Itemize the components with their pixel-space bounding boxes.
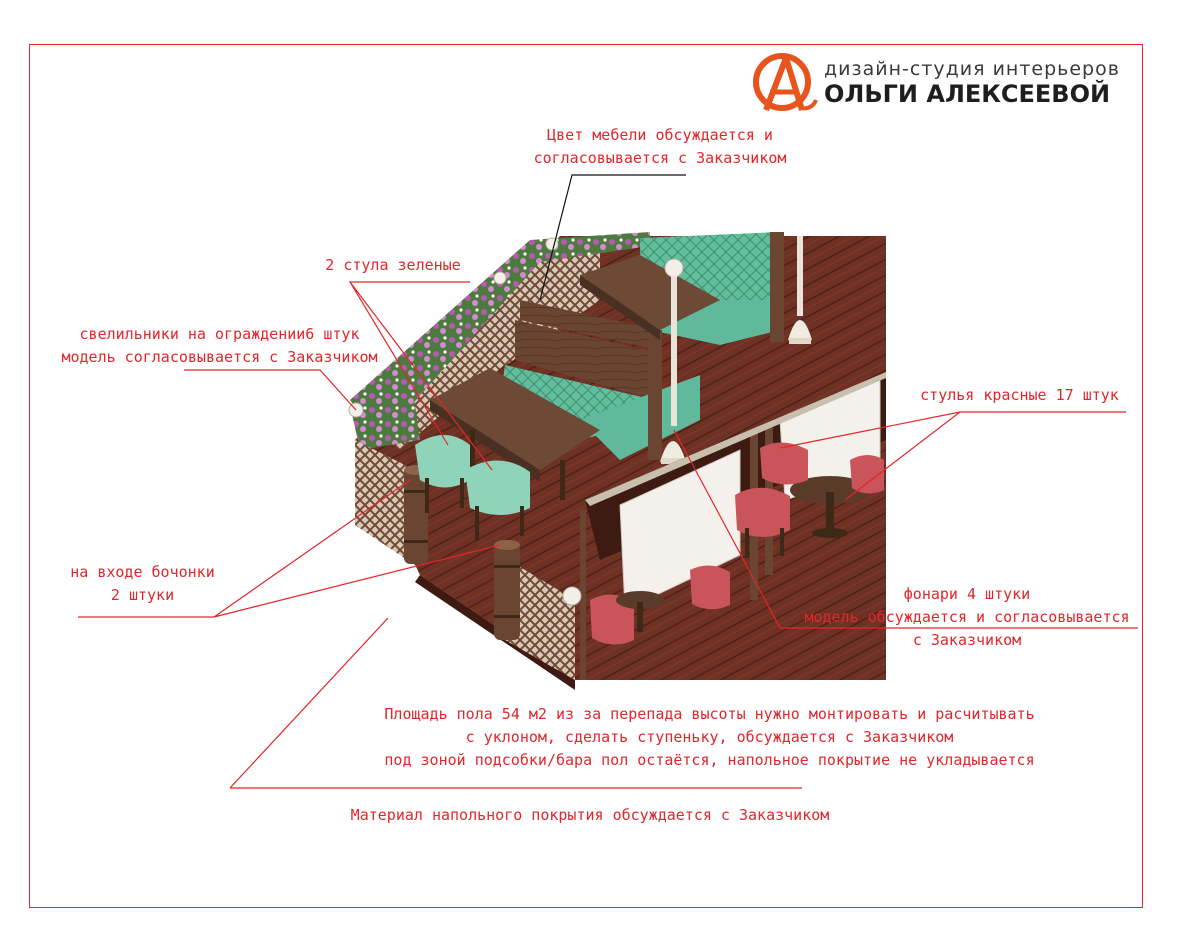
note-green-chairs: 2 стула зеленые <box>318 254 468 277</box>
note-barrels-line-2: 2 штуки <box>110 586 175 604</box>
back-fence-lattice <box>360 235 600 450</box>
leader-barrels <box>78 479 501 618</box>
round-table-bar-2 <box>616 591 664 632</box>
note-floor-material: Материал напольного покрытия обсуждается… <box>330 804 850 827</box>
note-lanterns-line-2: модель обсуждается и согласовывается <box>804 608 1130 626</box>
note-furniture-color-line-1: Цвет мебели обсуждается и <box>547 126 773 144</box>
barrel-right <box>494 540 520 640</box>
round-table-bar-1 <box>790 476 870 538</box>
note-red-chairs-line: стулья красные 17 штук <box>920 386 1119 404</box>
note-barrels-line-1: на входе бочонки <box>70 563 215 581</box>
note-lanterns-line-1: фонари 4 штуки <box>903 585 1031 603</box>
fence-lamp-3 <box>562 586 582 606</box>
leader-green-chairs <box>348 281 493 471</box>
note-floor-area-line-2: с уклоном, сделать ступеньку, обсуждаетс… <box>465 728 954 746</box>
booth-front <box>500 320 700 460</box>
green-chair-1 <box>415 435 470 513</box>
note-fence-lamps-line-2: модель согласовывается с Заказчиком <box>61 348 378 366</box>
logo-subtitle: дизайн-студия интерьеров <box>824 58 1120 80</box>
lantern-post-front <box>660 258 687 464</box>
red-chair-2 <box>760 442 808 485</box>
leader-lanterns <box>673 429 1138 629</box>
note-floor-area: Площадь пола 54 м2 из за перепада высоты… <box>352 703 1067 772</box>
side-fence-lattice <box>355 440 415 565</box>
fence-lamp-2 <box>493 271 507 285</box>
flower-box <box>350 232 650 440</box>
note-floor-area-line-3: под зоной подсобки/бара пол остаётся, на… <box>384 751 1035 769</box>
note-lanterns: фонари 4 штуки модель обсуждается и согл… <box>792 583 1142 652</box>
leader-furniture-color <box>539 174 686 301</box>
note-furniture-color: Цвет мебели обсуждается и согласовываетс… <box>520 124 800 170</box>
logo-mark-icon <box>753 53 818 112</box>
logo-title: ОЛЬГИ АЛЕКСЕЕВОЙ <box>824 80 1111 108</box>
leader-red-chairs <box>779 411 1126 501</box>
note-floor-area-line-1: Площадь пола 54 м2 из за перепада высоты… <box>384 705 1035 723</box>
table-front <box>430 368 600 500</box>
note-red-chairs: стулья красные 17 штук <box>912 384 1127 407</box>
table-back <box>580 255 720 340</box>
green-chair-2 <box>465 460 530 541</box>
note-barrels: на входе бочонки 2 штуки <box>60 561 225 607</box>
note-furniture-color-line-2: согласовывается с Заказчиком <box>533 149 787 167</box>
flower-box-front <box>350 370 420 450</box>
note-fence-lamps: свелильники на ограждении6 штук модель с… <box>52 323 387 369</box>
leader-fence-lamps <box>184 369 357 411</box>
red-chair-1 <box>735 487 790 558</box>
lantern-post-back <box>788 236 812 344</box>
note-floor-material-line: Материал напольного покрытия обсуждается… <box>350 806 830 824</box>
drawing-frame <box>29 44 1143 908</box>
note-lanterns-line-3: с Заказчиком <box>912 631 1022 649</box>
red-chair-5 <box>690 565 730 610</box>
note-green-chairs-line: 2 стула зеленые <box>325 256 461 274</box>
note-fence-lamps-line-1: свелильники на ограждении6 штук <box>79 325 360 343</box>
red-chair-3 <box>850 455 884 494</box>
red-chair-4 <box>590 594 634 645</box>
studio-logo: дизайн-студия интерьеров ОЛЬГИ АЛЕКСЕЕВО… <box>752 52 1119 114</box>
leader-floor <box>229 617 802 789</box>
